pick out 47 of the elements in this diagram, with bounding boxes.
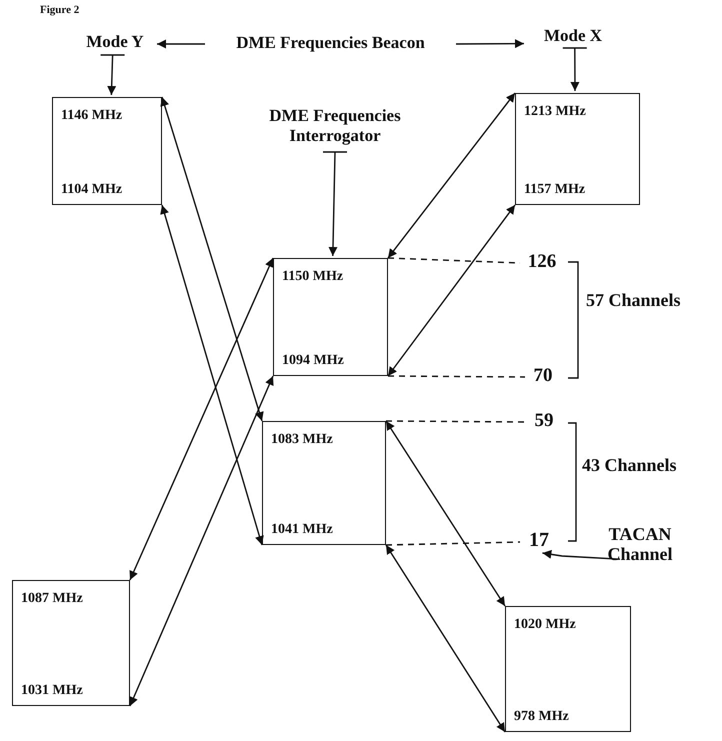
text-label: Mode X (528, 26, 618, 48)
frequency-label: 1094 MHz (282, 353, 344, 369)
frequency-label: 1087 MHz (21, 591, 83, 607)
arrow (322, 151, 348, 257)
figure-number: Figure 2 (40, 4, 80, 16)
arrow (160, 96, 264, 422)
frequency-box (273, 258, 388, 376)
text-label: Mode Y (75, 32, 155, 54)
dashed-line (386, 541, 520, 546)
frequency-label: 1157 MHz (524, 182, 586, 198)
arrow (157, 40, 205, 48)
bracket-label: 43 Channels (582, 455, 677, 476)
channel-number: 126 (522, 252, 562, 274)
channel-number: 59 (527, 411, 561, 433)
dashed-line (386, 420, 525, 423)
frequency-label: 1150 MHz (282, 269, 344, 285)
arrow (542, 550, 620, 560)
frequency-label: 1041 MHz (271, 522, 333, 538)
frequency-label: 978 MHz (514, 709, 569, 725)
arrow (456, 39, 524, 48)
text-label: DME Frequencies Beacon (208, 33, 453, 55)
frequency-box (12, 580, 130, 706)
channel-number: 70 (527, 366, 559, 388)
channel-number: 17 (522, 530, 556, 554)
arrow (160, 204, 264, 546)
frequency-label: 1031 MHz (21, 683, 83, 699)
arrow (385, 420, 506, 606)
frequency-box (515, 93, 640, 205)
frequency-label: 1020 MHz (514, 617, 576, 633)
frequency-label: 1213 MHz (524, 104, 586, 120)
arrow (387, 204, 516, 376)
arrow (385, 544, 506, 732)
frequency-box (505, 606, 631, 732)
frequency-label: 1083 MHz (271, 432, 333, 448)
text-label: DME Frequencies Interrogator (245, 106, 425, 150)
bracket-label: 57 Channels (586, 290, 681, 311)
dashed-line (388, 375, 525, 378)
frequency-box (262, 421, 386, 545)
frequency-label: 1146 MHz (61, 108, 122, 124)
frequency-box (52, 97, 162, 205)
frequency-label: 1104 MHz (61, 182, 122, 198)
arrow (100, 54, 126, 96)
arrow (387, 92, 516, 258)
arrow (129, 258, 274, 580)
text-label: TACAN Channel (600, 524, 680, 568)
arrow (562, 47, 588, 92)
arrow (129, 376, 274, 706)
